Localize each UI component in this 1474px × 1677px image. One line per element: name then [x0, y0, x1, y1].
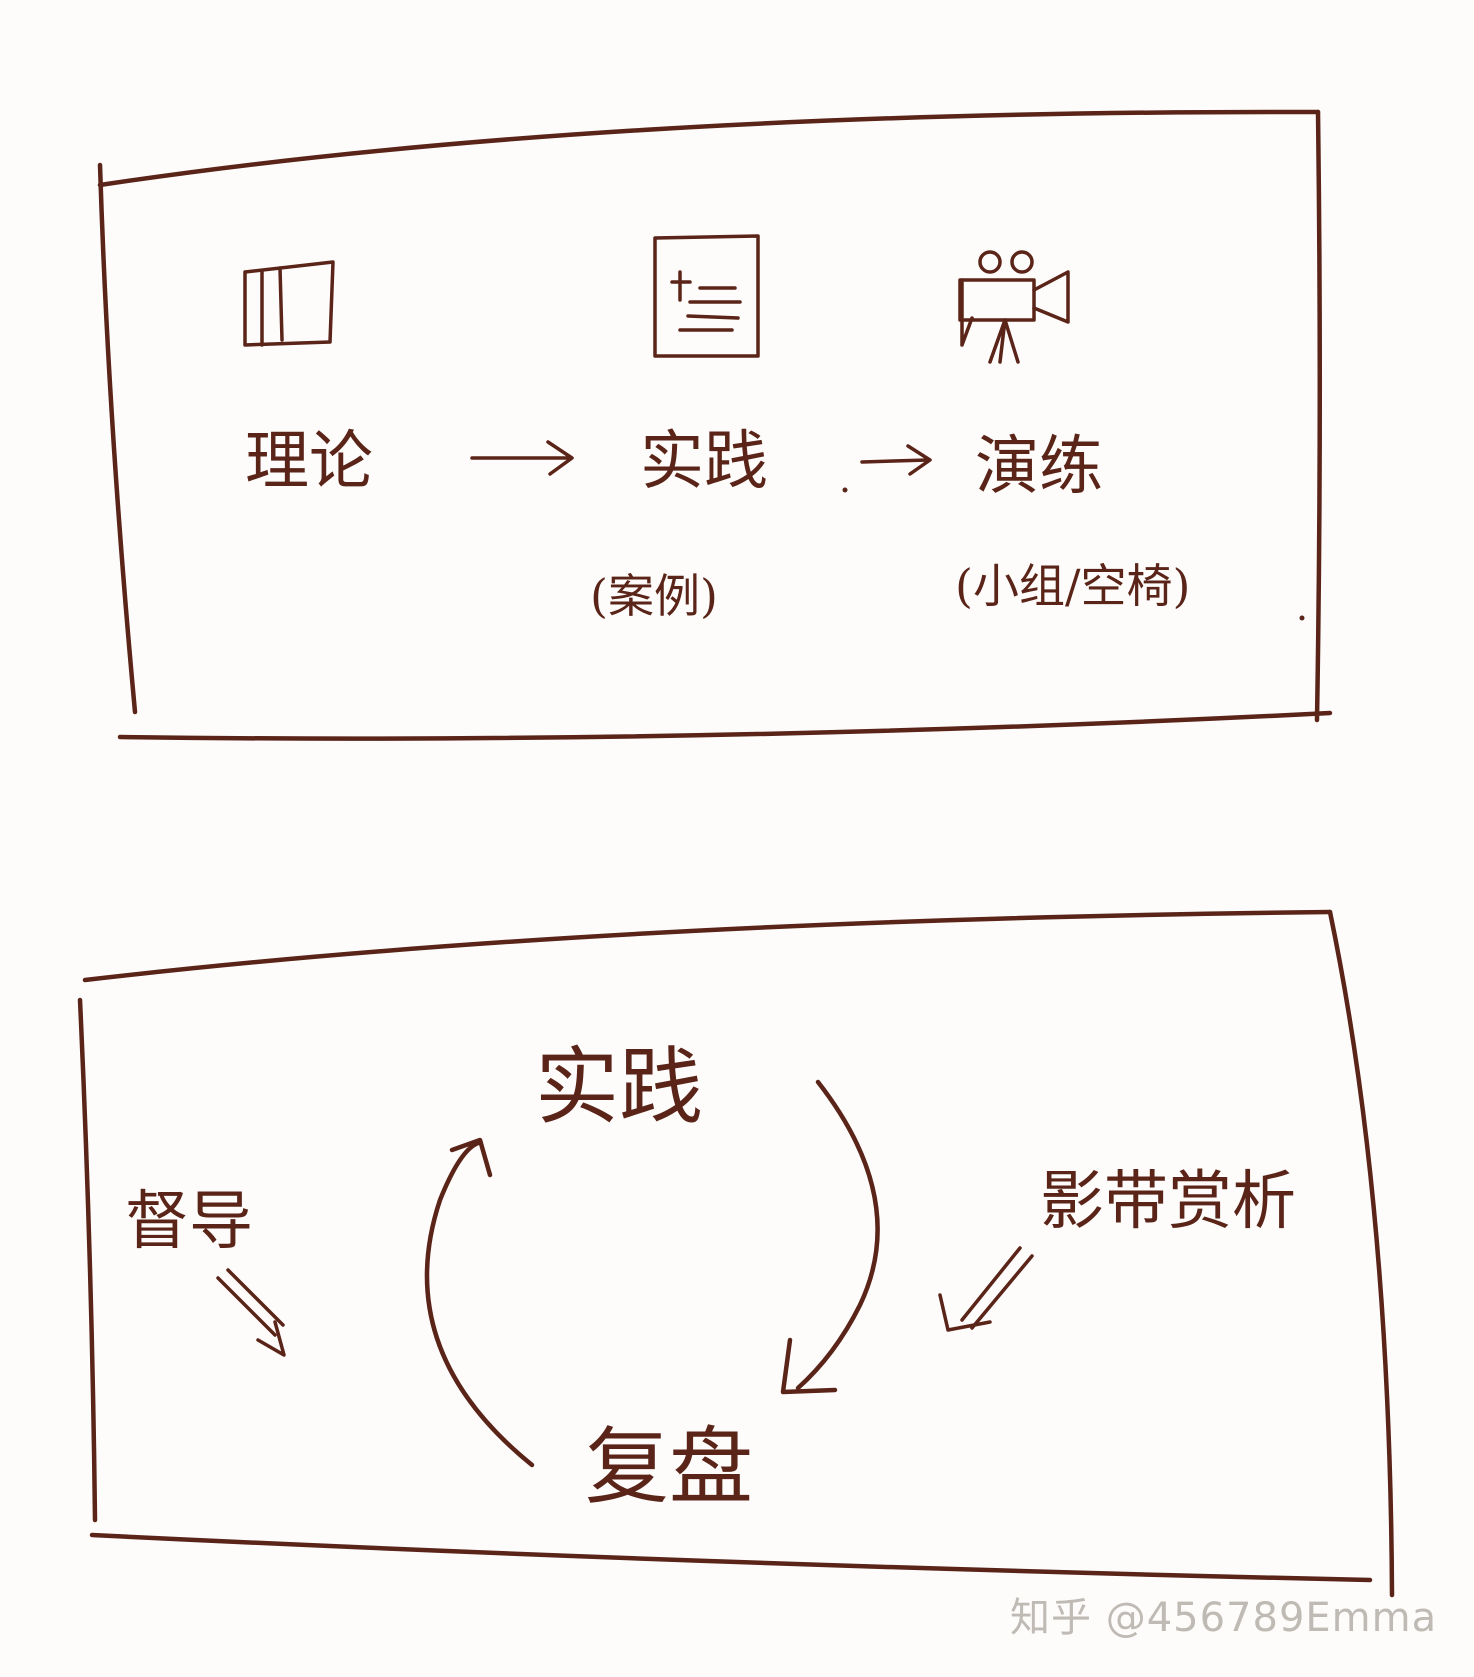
- video-analysis-label: 影带赏析: [1040, 1165, 1296, 1239]
- cycle-practice-label: 实践: [535, 1038, 704, 1136]
- step-rehearsal-label: 演练: [975, 430, 1103, 504]
- practice-note-label: (案例): [590, 569, 718, 623]
- step-theory-label: 理论: [245, 425, 373, 499]
- right-double-arrow-icon: [938, 1246, 1034, 1332]
- arrow-practice-to-rehearsal: [860, 444, 932, 476]
- stray-comma: [842, 487, 848, 493]
- video-camera-icon: [958, 250, 1070, 364]
- book-icon: [243, 260, 335, 347]
- cycle-review-label: 复盘: [585, 1418, 754, 1516]
- supervision-label: 督导: [125, 1185, 253, 1259]
- stray-dot: [1299, 615, 1305, 621]
- cycle-arrow-to-review: [780, 1079, 880, 1395]
- cycle-arrow-to-practice: [424, 1137, 535, 1468]
- document-icon: [653, 234, 760, 358]
- panel1-frame: [97, 109, 1333, 741]
- arrow-theory-to-practice: [470, 440, 574, 476]
- step-practice-label: 实践: [640, 425, 768, 499]
- panel2-frame: [77, 909, 1395, 1598]
- left-double-arrow-icon: [216, 1268, 286, 1357]
- watermark-text: 知乎 @456789Emma: [1010, 1595, 1438, 1641]
- rehearsal-note-label: (小组/空椅): [955, 559, 1191, 613]
